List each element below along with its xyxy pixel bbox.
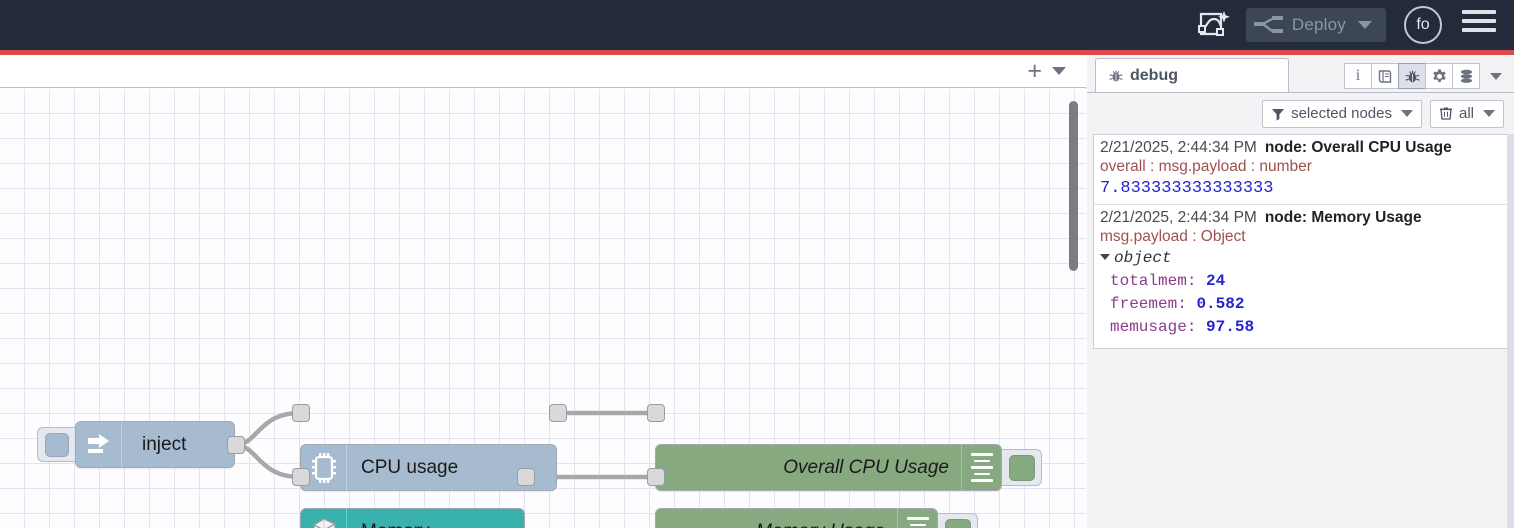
- inject-trigger-glyph: [44, 432, 69, 457]
- debug-object-row: totalmem: 24: [1110, 272, 1226, 290]
- debug-node-toggle-memory[interactable]: [938, 513, 978, 528]
- debug-object-row: freemem: 0.582: [1110, 295, 1245, 313]
- info-icon[interactable]: i: [1344, 63, 1372, 89]
- clear-all-button[interactable]: all: [1429, 99, 1504, 128]
- debug-sidebar: debug i: [1087, 55, 1514, 528]
- chevron-down-icon[interactable]: [1052, 67, 1066, 75]
- hamburger-menu-icon[interactable]: [1462, 10, 1496, 40]
- node-memory-label: Memory: [347, 521, 444, 528]
- debug-object-row: memusage: 97.58: [1110, 318, 1255, 336]
- debug-lines-icon: [897, 509, 937, 528]
- node-cpu-usage-label: CPU usage: [361, 456, 459, 478]
- flow-tab-bar: +: [0, 55, 1086, 88]
- deploy-label: Deploy: [1291, 15, 1346, 34]
- debug-object-label: object: [1114, 249, 1172, 267]
- debug-toggle-glyph: [944, 518, 971, 528]
- flow-workspace: + inject: [0, 55, 1086, 528]
- debug-message-list[interactable]: 2/21/2025, 2:44:34 PM node: Overall CPU U…: [1093, 134, 1514, 349]
- debug-message[interactable]: 2/21/2025, 2:44:34 PM node: Overall CPU U…: [1094, 135, 1514, 205]
- debug-filter-row: selected nodes all: [1087, 93, 1514, 134]
- context-data-icon[interactable]: [1452, 63, 1480, 89]
- node-debug-memory-usage[interactable]: Memory Usage: [655, 508, 938, 528]
- debug-toggle-glyph: [1008, 454, 1035, 481]
- sidebar-scroll-edge[interactable]: [1507, 134, 1514, 528]
- debug-message-topic: overall : msg.payload : number: [1100, 158, 1312, 175]
- inject-trigger-button[interactable]: [37, 427, 75, 462]
- flow-canvas[interactable]: inject CPU usage: [0, 89, 1086, 528]
- deploy-button[interactable]: Deploy: [1245, 8, 1386, 42]
- cpu-chip-icon: [301, 445, 347, 490]
- trash-icon: [1439, 106, 1453, 121]
- chevron-down-icon[interactable]: [1490, 72, 1502, 80]
- config-gear-icon[interactable]: [1425, 63, 1453, 89]
- filter-funnel-icon: [1271, 107, 1285, 121]
- port-cpu-output[interactable]: [549, 404, 567, 422]
- debug-object-key: freemem: [1110, 295, 1178, 313]
- avatar[interactable]: fo: [1404, 6, 1442, 44]
- tab-debug-label: debug: [1130, 66, 1178, 84]
- debug-object-expander[interactable]: object: [1100, 249, 1514, 267]
- bug-icon: [1108, 68, 1124, 84]
- help-book-icon[interactable]: [1371, 63, 1399, 89]
- node-debug-overall-cpu-usage[interactable]: Overall CPU Usage: [655, 444, 1002, 491]
- debug-message-node[interactable]: node: Memory Usage: [1264, 209, 1422, 226]
- tab-debug[interactable]: debug: [1095, 58, 1289, 92]
- chevron-down-icon[interactable]: [1358, 21, 1372, 29]
- server-box-icon: [301, 509, 347, 528]
- debug-lines-icon: [961, 445, 1001, 490]
- node-debug-memory-usage-label: Memory Usage: [756, 521, 897, 528]
- node-inject-label: inject: [142, 433, 187, 455]
- node-cpu-usage[interactable]: CPU usage: [300, 444, 557, 491]
- sidebar-icon-button-group: i: [1344, 63, 1514, 92]
- deploy-icon: [1253, 15, 1284, 35]
- port-debug-memory-input[interactable]: [647, 468, 665, 486]
- debug-message-timestamp: 2/21/2025, 2:44:34 PM: [1100, 139, 1257, 156]
- debug-message-topic: msg.payload : Object: [1100, 228, 1246, 245]
- debug-object-value: 24: [1206, 272, 1226, 290]
- node-inject[interactable]: inject: [75, 421, 235, 468]
- node-debug-overall-cpu-usage-label: Overall CPU Usage: [783, 456, 949, 478]
- filter-selected-nodes-button[interactable]: selected nodes: [1262, 99, 1422, 128]
- app-header: Deploy fo: [0, 0, 1514, 50]
- debug-bug-icon[interactable]: [1398, 63, 1426, 89]
- debug-object-value: 97.58: [1206, 318, 1255, 336]
- debug-message-value: 7.833333333333333: [1100, 179, 1274, 198]
- port-cpu-input[interactable]: [292, 404, 310, 422]
- canvas-vertical-scrollbar[interactable]: [1069, 101, 1078, 271]
- flow-ai-icon[interactable]: [1192, 3, 1236, 47]
- chevron-down-icon[interactable]: [1483, 110, 1495, 117]
- port-inject-output[interactable]: [227, 436, 245, 454]
- clear-all-label: all: [1458, 105, 1474, 122]
- debug-object-value: 0.582: [1196, 295, 1245, 313]
- add-flow-button[interactable]: +: [1027, 56, 1042, 85]
- chevron-down-icon[interactable]: [1400, 110, 1413, 117]
- sidebar-tab-row: debug i: [1087, 55, 1514, 93]
- port-memory-output[interactable]: [517, 468, 535, 486]
- header-accent-strip: [0, 50, 1514, 55]
- triangle-down-icon[interactable]: [1100, 254, 1110, 260]
- debug-node-toggle-cpu[interactable]: [1002, 449, 1042, 486]
- debug-object-key: totalmem: [1110, 272, 1187, 290]
- debug-message-timestamp: 2/21/2025, 2:44:34 PM: [1100, 209, 1257, 226]
- arrow-right-icon: [76, 422, 122, 467]
- port-memory-input[interactable]: [292, 468, 310, 486]
- node-memory[interactable]: Memory: [300, 508, 525, 528]
- debug-message-node[interactable]: node: Overall CPU Usage: [1264, 139, 1452, 156]
- avatar-initials: fo: [1416, 16, 1430, 33]
- debug-object-key: memusage: [1110, 318, 1187, 336]
- port-debug-cpu-input[interactable]: [647, 404, 665, 422]
- filter-selected-nodes-label: selected nodes: [1291, 105, 1392, 122]
